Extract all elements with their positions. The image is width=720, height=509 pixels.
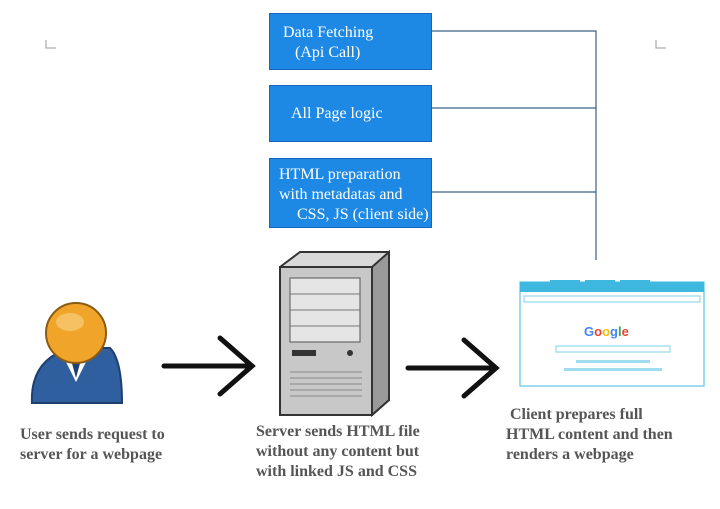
browser-window-icon: Google: [519, 280, 705, 387]
caption-server: Server sends HTML file without any conte…: [256, 422, 420, 482]
caption-line: Server sends HTML file: [256, 423, 420, 440]
arrow-user-to-server: [161, 335, 256, 397]
step-html-preparation: HTML preparation with metadatas and CSS,…: [269, 158, 432, 228]
logo-letter-6: e: [622, 324, 629, 339]
logo-letter-5: l: [618, 324, 622, 339]
caption-line: server for a webpage: [20, 446, 163, 463]
step-label: Data Fetching: [283, 24, 374, 41]
caption-user: User sends request to server for a webpa…: [20, 425, 165, 465]
step-label: (Api Call): [295, 44, 361, 61]
server-icon: [279, 249, 390, 418]
caption-line: User sends request to: [20, 426, 165, 443]
step-page-logic: All Page logic: [269, 85, 432, 142]
logo-letter-3: o: [602, 324, 610, 339]
caption-line: without any content but: [256, 443, 420, 460]
step-data-fetching: Data Fetching (Api Call): [269, 13, 432, 70]
logo-letter-1: G: [584, 324, 594, 339]
caption-line: with linked JS and CSS: [256, 463, 417, 480]
step-label: with metadatas and: [279, 186, 403, 203]
caption-line: Client prepares full: [510, 406, 643, 423]
caption-line: renders a webpage: [506, 446, 634, 463]
arrow-server-to-client: [405, 337, 500, 399]
caption-line: HTML content and then: [506, 426, 673, 443]
logo-letter-2: o: [594, 324, 602, 339]
connector-fetching: [432, 30, 597, 260]
user-icon: [30, 302, 124, 404]
logo-letter-4: g: [610, 324, 618, 339]
crop-mark-right: [655, 40, 666, 49]
step-label: CSS, JS (client side): [297, 206, 429, 223]
caption-client: Client prepares full HTML content and th…: [506, 405, 673, 465]
step-label: HTML preparation: [279, 166, 401, 183]
crop-mark-left: [45, 40, 56, 49]
step-label: All Page logic: [291, 105, 383, 122]
browser-logo: Google: [584, 324, 629, 339]
connector-lines: [432, 30, 597, 260]
